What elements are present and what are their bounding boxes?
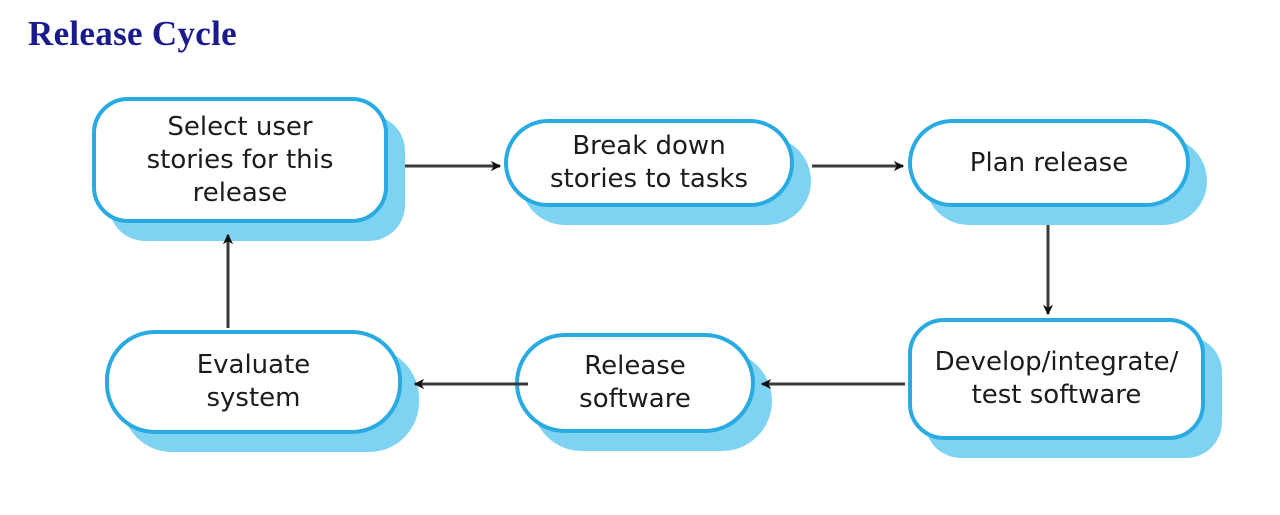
node-label: Break down stories to tasks [549,131,748,194]
node-label: Release software [579,351,691,414]
node-label: Plan release [969,147,1129,178]
node-plan-release[interactable]: Plan release [908,119,1207,225]
node-develop-integrate-test[interactable]: Develop/integrate/ test software [908,318,1222,458]
node-label: Develop/integrate/ test software [934,347,1179,410]
node-body: Release software [515,333,755,433]
node-select-user-stories[interactable]: Select user stories for this release [92,97,405,241]
node-body: Select user stories for this release [92,97,388,223]
node-body: Evaluate system [105,330,402,434]
node-label: Evaluate system [196,350,311,413]
node-label: Select user stories for this release [146,111,334,208]
page-title: Release Cycle [28,14,237,53]
node-body: Develop/integrate/ test software [908,318,1205,440]
node-release-software[interactable]: Release software [515,333,772,451]
node-evaluate-system[interactable]: Evaluate system [105,330,419,452]
node-break-down-stories[interactable]: Break down stories to tasks [504,119,811,225]
node-body: Plan release [908,119,1190,207]
node-body: Break down stories to tasks [504,119,794,207]
